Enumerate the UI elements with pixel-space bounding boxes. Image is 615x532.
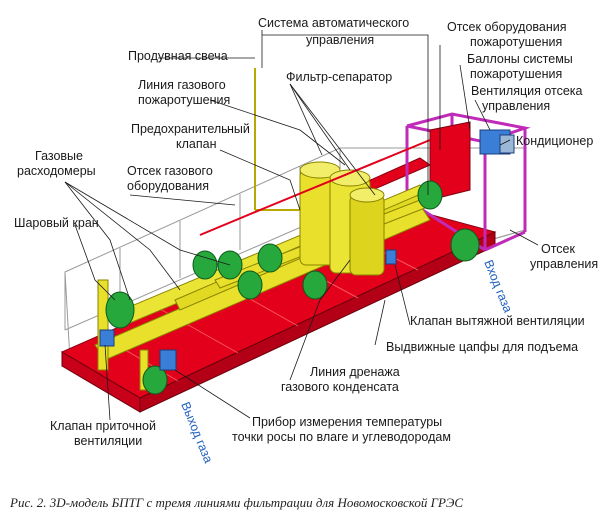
label-meters-1: Газовые	[35, 149, 83, 163]
label-safety-1: Предохранитель-	[131, 122, 232, 136]
label-dew-1: Прибор измерения температуры	[252, 415, 442, 429]
label-purge: Продувная свеча	[128, 49, 228, 63]
figure-caption: Рис. 2. 3D-модель БПТГ с тремя линиями ф…	[9, 495, 463, 510]
dew-point-analyzer	[159, 349, 177, 371]
label-ball-valve: Шаровый кран	[14, 216, 99, 230]
label-intake-2: вентиляции	[74, 434, 142, 448]
label-gas-comp-1: Отсек газового	[127, 164, 213, 178]
label-gas-in: Вход газа	[481, 258, 515, 315]
label-dew-2: точки росы по влаге и углеводородам	[232, 430, 451, 444]
intake-vent-valve	[99, 329, 115, 347]
label-ctrl-comp-2: управления	[530, 257, 598, 271]
green-valves	[105, 180, 480, 395]
label-safety-3: клапан	[176, 137, 217, 151]
label-drain-2: газового конденсата	[281, 380, 399, 394]
label-intake-1: Клапан приточной	[50, 419, 156, 433]
title-line-2: управления	[306, 33, 374, 47]
label-vent-ctrl-1: Вентиляция отсека	[471, 84, 583, 98]
label-filter: Фильтр-сепаратор	[286, 70, 392, 84]
fire-suppression-line	[199, 139, 431, 236]
label-exhaust-valve: Клапан вытяжной вентиляции	[410, 314, 585, 328]
label-fire-comp-1: Отсек оборудования	[447, 20, 567, 34]
label-ctrl-comp-1: Отсек	[541, 242, 576, 256]
conditioner-unit	[499, 134, 515, 154]
label-conditioner: Кондиционер	[516, 134, 593, 148]
title-line-1: Система автоматического	[258, 16, 409, 30]
label-vent-ctrl-2: управления	[482, 99, 550, 113]
leader-lines	[64, 30, 539, 421]
label-fire-comp-2: пожаротушения	[470, 35, 562, 49]
label-gas-out: Выход газа	[178, 400, 215, 465]
label-fire-bottles-2: пожаротушения	[470, 67, 562, 81]
ball-valve	[105, 291, 135, 329]
label-meters-2: расходомеры	[17, 164, 96, 178]
exhaust-vent-valve	[385, 249, 397, 265]
label-safety-2: ный	[227, 122, 250, 136]
label-fire-line-2: пожаротушения	[138, 93, 230, 107]
label-fire-bottles-1: Баллоны системы	[467, 52, 573, 66]
label-gas-comp-2: оборудования	[127, 179, 209, 193]
label-fire-line-1: Линия газового	[138, 78, 226, 92]
label-drain-1: Линия дренажа	[310, 365, 400, 379]
label-lift-pins: Выдвижные цапфы для подъема	[386, 340, 578, 354]
